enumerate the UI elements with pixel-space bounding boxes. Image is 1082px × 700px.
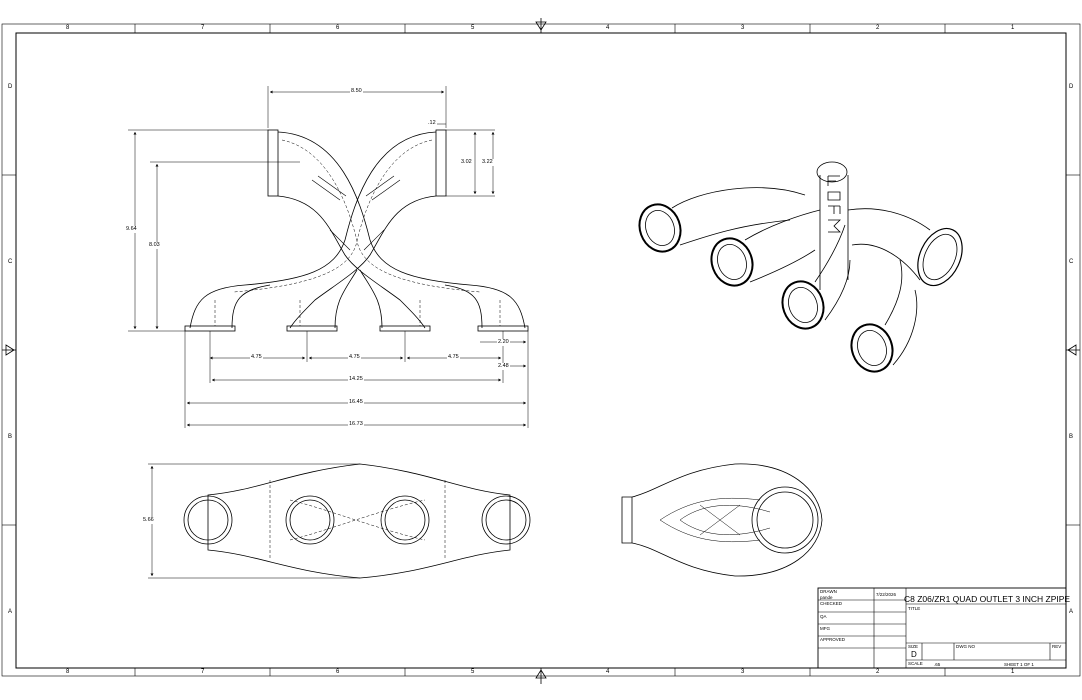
zone-right-A: A bbox=[1069, 609, 1074, 615]
tb-date: 7/22/2026 bbox=[876, 592, 897, 597]
tb-rev-label: REV bbox=[1052, 644, 1062, 649]
zone-top-7: 7 bbox=[201, 25, 205, 31]
tb-drawn-label: DRAWN bbox=[820, 589, 837, 594]
zone-top-1: 1 bbox=[1011, 25, 1015, 31]
tb-size-value: D bbox=[911, 650, 917, 659]
dim-top-width: 8.50 bbox=[350, 88, 363, 95]
zone-right-C: C bbox=[1069, 259, 1074, 265]
tb-scale-value: .65 bbox=[934, 662, 941, 667]
zone-top-3: 3 bbox=[741, 25, 745, 31]
dim-overall-height: 9.64 bbox=[125, 226, 138, 233]
zone-left-B: B bbox=[8, 434, 13, 440]
zone-bottom-6: 6 bbox=[336, 669, 340, 675]
sheet-frame bbox=[1, 18, 1081, 684]
zone-left-A: A bbox=[8, 609, 13, 615]
zone-bottom-5: 5 bbox=[471, 669, 475, 675]
dim-span-16-45: 16.45 bbox=[348, 399, 364, 406]
zone-bottom-4: 4 bbox=[606, 669, 610, 675]
zone-right-B: B bbox=[1069, 434, 1074, 440]
tb-checked-label: CHECKED bbox=[820, 601, 843, 606]
zone-top-4: 4 bbox=[606, 25, 610, 31]
zone-bottom-3: 3 bbox=[741, 669, 745, 675]
tb-dwg-no-label: DWG NO bbox=[956, 644, 975, 649]
zone-right-D: D bbox=[1069, 84, 1074, 90]
dim-span-16-73: 16.73 bbox=[348, 421, 364, 428]
zone-bottom-8: 8 bbox=[66, 669, 70, 675]
zone-bottom-7: 7 bbox=[201, 669, 205, 675]
tb-approved-label: APPROVED bbox=[820, 637, 846, 642]
zone-bottom-2: 2 bbox=[876, 669, 880, 675]
dim-end-2-20: 2.20 bbox=[497, 339, 510, 346]
zone-top-6: 6 bbox=[336, 25, 340, 31]
dim-outlet-id: 3.02 bbox=[460, 159, 473, 166]
front-view bbox=[184, 129, 529, 332]
zone-top-2: 2 bbox=[876, 25, 880, 31]
tb-sheet-label: SHEET 1 OF 1 bbox=[1004, 662, 1034, 667]
dim-end-2-48: 2.48 bbox=[497, 363, 510, 370]
tb-drawing-title: C8 Z06/ZR1 QUAD OUTLET 3 INCH ZPIPE bbox=[904, 594, 1071, 604]
dim-body-height: 8.03 bbox=[148, 242, 161, 249]
zone-top-5: 5 bbox=[471, 25, 475, 31]
tb-title-label: TITLE bbox=[908, 606, 921, 611]
isometric-logo-text bbox=[827, 175, 841, 233]
isometric-view bbox=[638, 161, 963, 373]
dim-outlet-od: 3.22 bbox=[481, 159, 494, 166]
dim-spacing-1: 4.75 bbox=[250, 354, 263, 361]
bottom-view bbox=[148, 463, 531, 579]
zone-left-C: C bbox=[8, 259, 13, 265]
tb-qa-label: QA bbox=[820, 614, 827, 619]
dim-span-14-25: 14.25 bbox=[348, 376, 364, 383]
zone-bottom-1: 1 bbox=[1011, 669, 1015, 675]
front-view-dimensions bbox=[128, 86, 529, 428]
dim-spacing-3: 4.75 bbox=[447, 354, 460, 361]
zone-top-8: 8 bbox=[66, 25, 70, 31]
dim-wall: .12 bbox=[427, 120, 437, 127]
title-block bbox=[817, 587, 1067, 669]
dim-spacing-2: 4.75 bbox=[348, 354, 361, 361]
tb-scale-label: SCALE bbox=[908, 661, 923, 666]
side-view bbox=[621, 463, 823, 577]
tb-mfg-label: MFG bbox=[820, 626, 830, 631]
tb-size-label: SIZE bbox=[908, 644, 919, 649]
dim-bottom-height: 5.66 bbox=[142, 517, 155, 524]
tb-drawn-by: pande bbox=[820, 595, 833, 600]
zone-left-D: D bbox=[8, 84, 13, 90]
